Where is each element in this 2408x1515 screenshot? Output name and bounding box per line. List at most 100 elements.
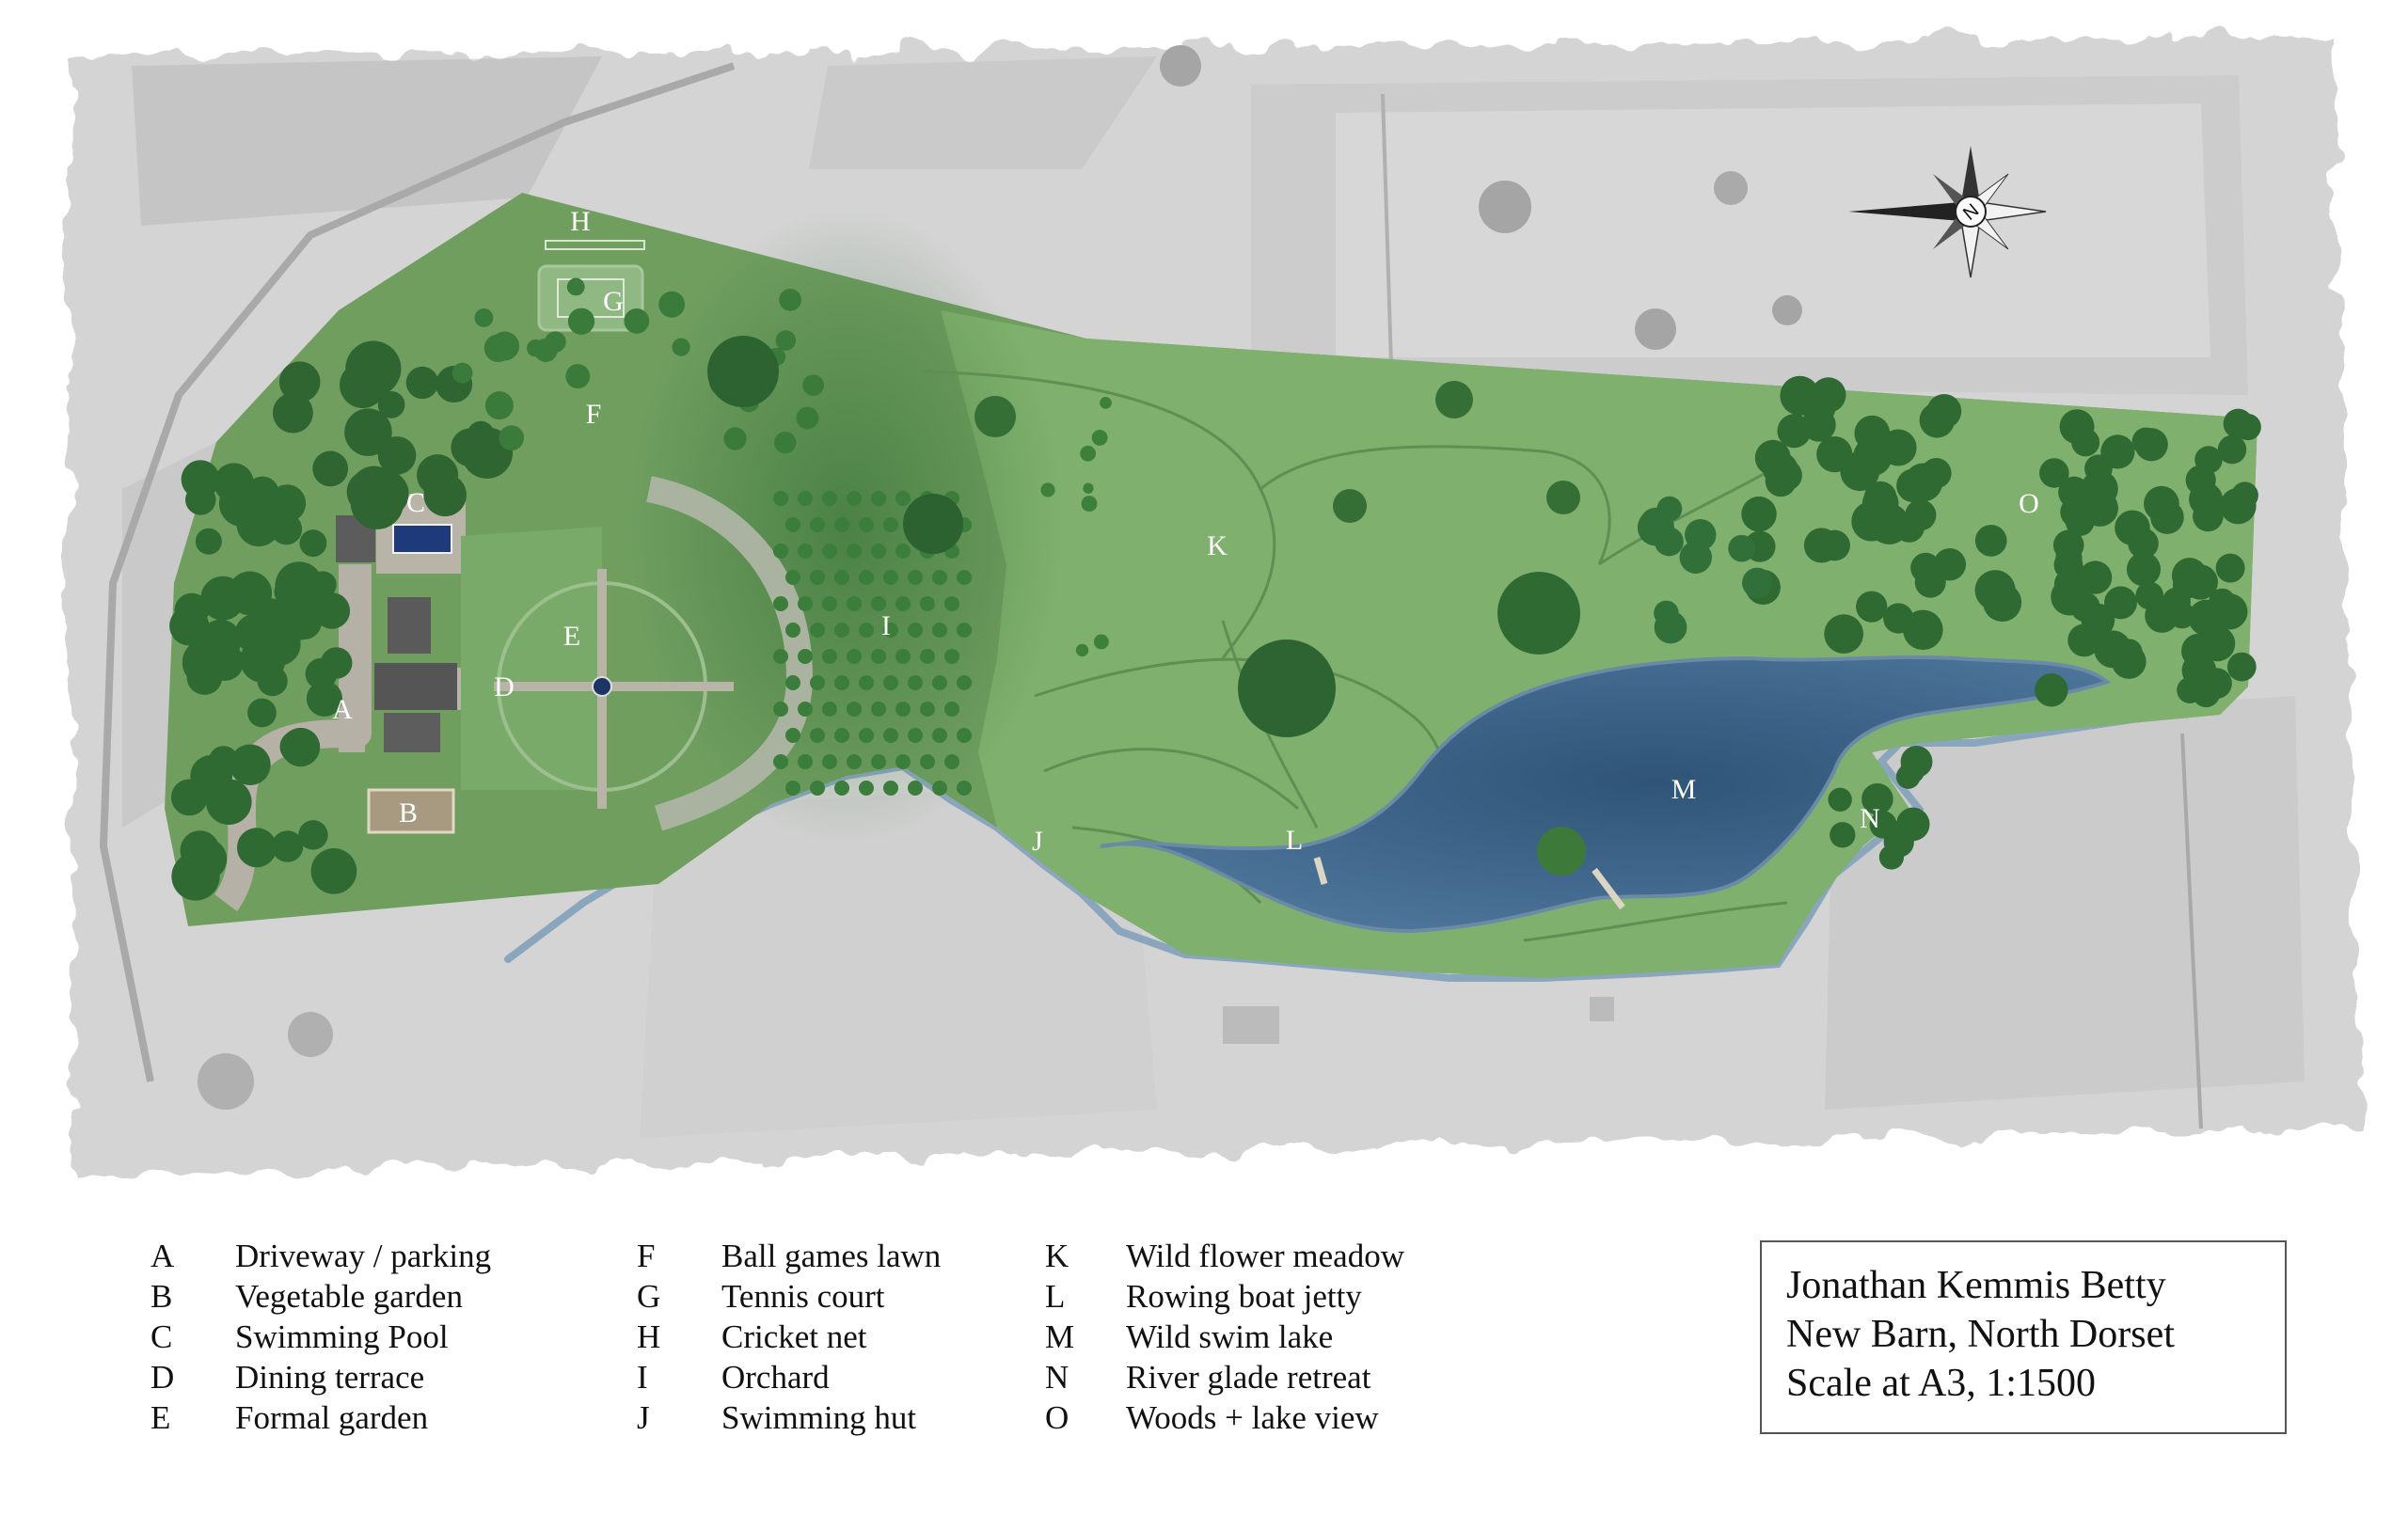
tree-icon	[847, 754, 862, 769]
tree-icon	[484, 391, 514, 420]
tree-icon	[773, 649, 788, 664]
map-label-o: O	[2019, 488, 2039, 519]
map-label-n: N	[1860, 803, 1880, 834]
tree-icon	[2126, 552, 2162, 587]
tree-icon	[871, 702, 886, 717]
map-label-m: M	[1671, 774, 1697, 805]
map-label-i: I	[881, 610, 891, 641]
tree-icon	[2078, 560, 2113, 594]
building-south	[384, 713, 440, 752]
tree-icon	[944, 702, 959, 717]
tree-icon	[2131, 427, 2161, 456]
map-label-j: J	[1032, 826, 1043, 857]
tree-icon	[1883, 603, 1914, 634]
tree-icon	[1728, 534, 1755, 562]
tree-icon	[2217, 434, 2247, 465]
legend-key: N	[1045, 1358, 1069, 1396]
formal-garden-arc-outer	[656, 479, 810, 678]
tree-icon	[903, 494, 963, 554]
tree-icon	[2177, 676, 2204, 703]
tree-icon	[920, 702, 935, 717]
tree-icon	[920, 754, 935, 769]
tree-icon	[920, 596, 935, 611]
tree-icon	[810, 781, 825, 796]
tree-icon	[2104, 586, 2137, 620]
tree-icon	[822, 702, 837, 717]
tree-icon	[1679, 541, 1713, 574]
formal-garden-lawn	[461, 527, 602, 790]
tree-icon	[271, 830, 304, 862]
tree-icon	[230, 744, 271, 785]
tree-icon	[834, 675, 849, 690]
tree-icon	[1093, 634, 1109, 650]
tree-icon	[2144, 485, 2179, 522]
legend-label: Vegetable garden	[235, 1277, 463, 1315]
tree-icon	[452, 362, 473, 384]
tree-icon	[798, 754, 813, 769]
building-north	[388, 597, 431, 654]
title-block: Jonathan Kemmis Betty New Barn, North Do…	[1760, 1240, 2287, 1434]
legend-key: M	[1045, 1318, 1075, 1355]
tree-icon	[974, 396, 1016, 437]
tree-icon	[895, 754, 911, 769]
tree-icon	[834, 728, 849, 743]
tree-icon	[859, 623, 874, 638]
tree-icon	[451, 428, 490, 467]
tree-icon	[796, 406, 819, 430]
tree-icon	[1637, 509, 1674, 546]
tree-icon	[1080, 445, 1097, 462]
tree-icon	[1905, 499, 1937, 531]
tree-icon	[707, 336, 779, 407]
tree-icon	[883, 728, 898, 743]
tree-icon	[312, 450, 349, 487]
tree-icon	[774, 431, 797, 454]
legend-label: Swimming hut	[721, 1398, 917, 1436]
tree-icon	[810, 570, 825, 585]
tree-icon	[1238, 639, 1336, 737]
island-jetty	[1592, 867, 1625, 910]
vegetable-garden	[367, 788, 455, 834]
swimming-pool	[392, 524, 452, 554]
tree-icon	[2111, 644, 2147, 679]
tree-icon	[1081, 496, 1098, 513]
tree-icon	[957, 781, 972, 796]
tree-icon	[883, 781, 898, 796]
tree-icon	[1497, 572, 1580, 655]
tree-icon	[802, 374, 824, 396]
tree-icon	[1546, 481, 1580, 514]
legend-label: Driveway / parking	[235, 1237, 492, 1274]
tree-icon	[239, 643, 273, 677]
tree-icon	[785, 623, 800, 638]
tree-icon	[2100, 434, 2135, 469]
legend-label: Ball games lawn	[721, 1237, 942, 1274]
tree-icon	[834, 623, 849, 638]
tree-icon	[957, 728, 972, 743]
tree-canopy	[169, 277, 2261, 901]
rowing-boat-jetty	[1313, 857, 1328, 885]
legend-key: D	[150, 1358, 175, 1396]
tree-icon	[195, 528, 222, 555]
tree-icon	[908, 675, 923, 690]
tree-icon	[566, 277, 585, 296]
tree-icon	[1654, 610, 1687, 644]
tree-icon	[822, 544, 837, 559]
title-scale: Scale at A3, 1:1500	[1786, 1362, 2096, 1405]
tree-icon	[773, 596, 788, 611]
tree-icon	[859, 781, 874, 796]
tree-icon	[1861, 484, 1899, 522]
map-label-d: D	[494, 671, 515, 702]
map-label-e: E	[563, 621, 580, 652]
tree-icon	[798, 544, 813, 559]
tree-icon	[883, 675, 898, 690]
tree-icon	[1861, 782, 1893, 815]
tree-icon	[1856, 591, 1888, 623]
